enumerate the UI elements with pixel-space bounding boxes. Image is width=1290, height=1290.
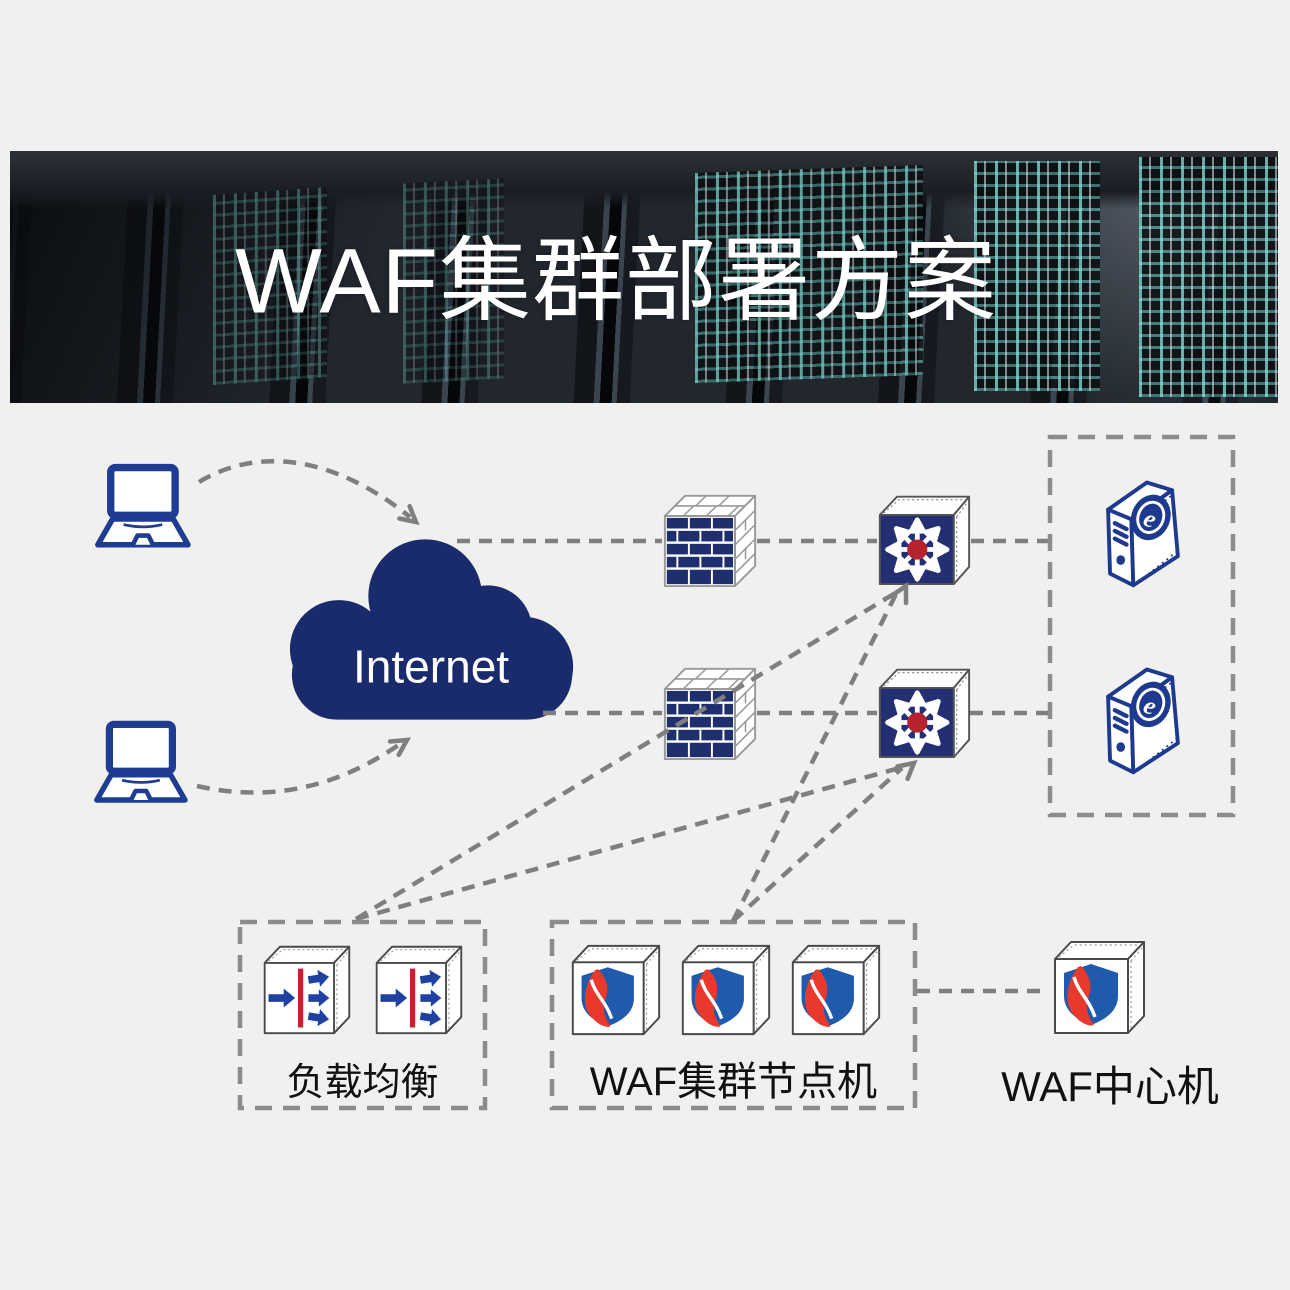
waf-center-label: WAF中心机 — [1001, 1063, 1219, 1110]
switch-icon-1 — [876, 490, 972, 586]
waf-center-icon — [1049, 937, 1149, 1037]
arrowhead-cloud-top — [397, 503, 420, 526]
server-icon-2: e — [1093, 654, 1193, 780]
rack-led-lights — [973, 161, 1101, 391]
waf-node-icon-1 — [567, 941, 664, 1038]
laptop-icon-bottom — [84, 719, 196, 809]
link-laptop1-cloud — [197, 459, 412, 519]
waf-cluster-label: WAF集群节点机 — [589, 1060, 878, 1104]
link-laptop2-cloud — [196, 742, 402, 795]
link-lb-switch2 — [355, 764, 904, 922]
rack-led-lights — [1138, 157, 1278, 397]
internet-label: Internet — [353, 640, 509, 692]
switch-icon-2 — [876, 663, 972, 759]
page-title: WAF集群部署方案 — [235, 230, 997, 333]
waf-node-icon-3 — [787, 941, 884, 1038]
firewall-icon-1 — [662, 492, 758, 588]
load-balancer-icon-2 — [371, 942, 466, 1037]
header-banner: WAF集群部署方案 — [10, 151, 1278, 403]
load-balancer-icon-1 — [259, 942, 354, 1037]
server-icon-1: e — [1093, 467, 1193, 593]
internet-cloud: Internet — [286, 532, 580, 725]
arrowhead-switch2 — [895, 759, 918, 782]
arrowhead-cloud-bottom — [387, 737, 412, 758]
laptop-icon-top — [86, 462, 198, 554]
load-balancer-label: 负载均衡 — [286, 1062, 439, 1104]
waf-node-icon-2 — [677, 941, 774, 1038]
firewall-icon-2 — [662, 665, 758, 761]
link-waf-switch2 — [731, 766, 904, 923]
